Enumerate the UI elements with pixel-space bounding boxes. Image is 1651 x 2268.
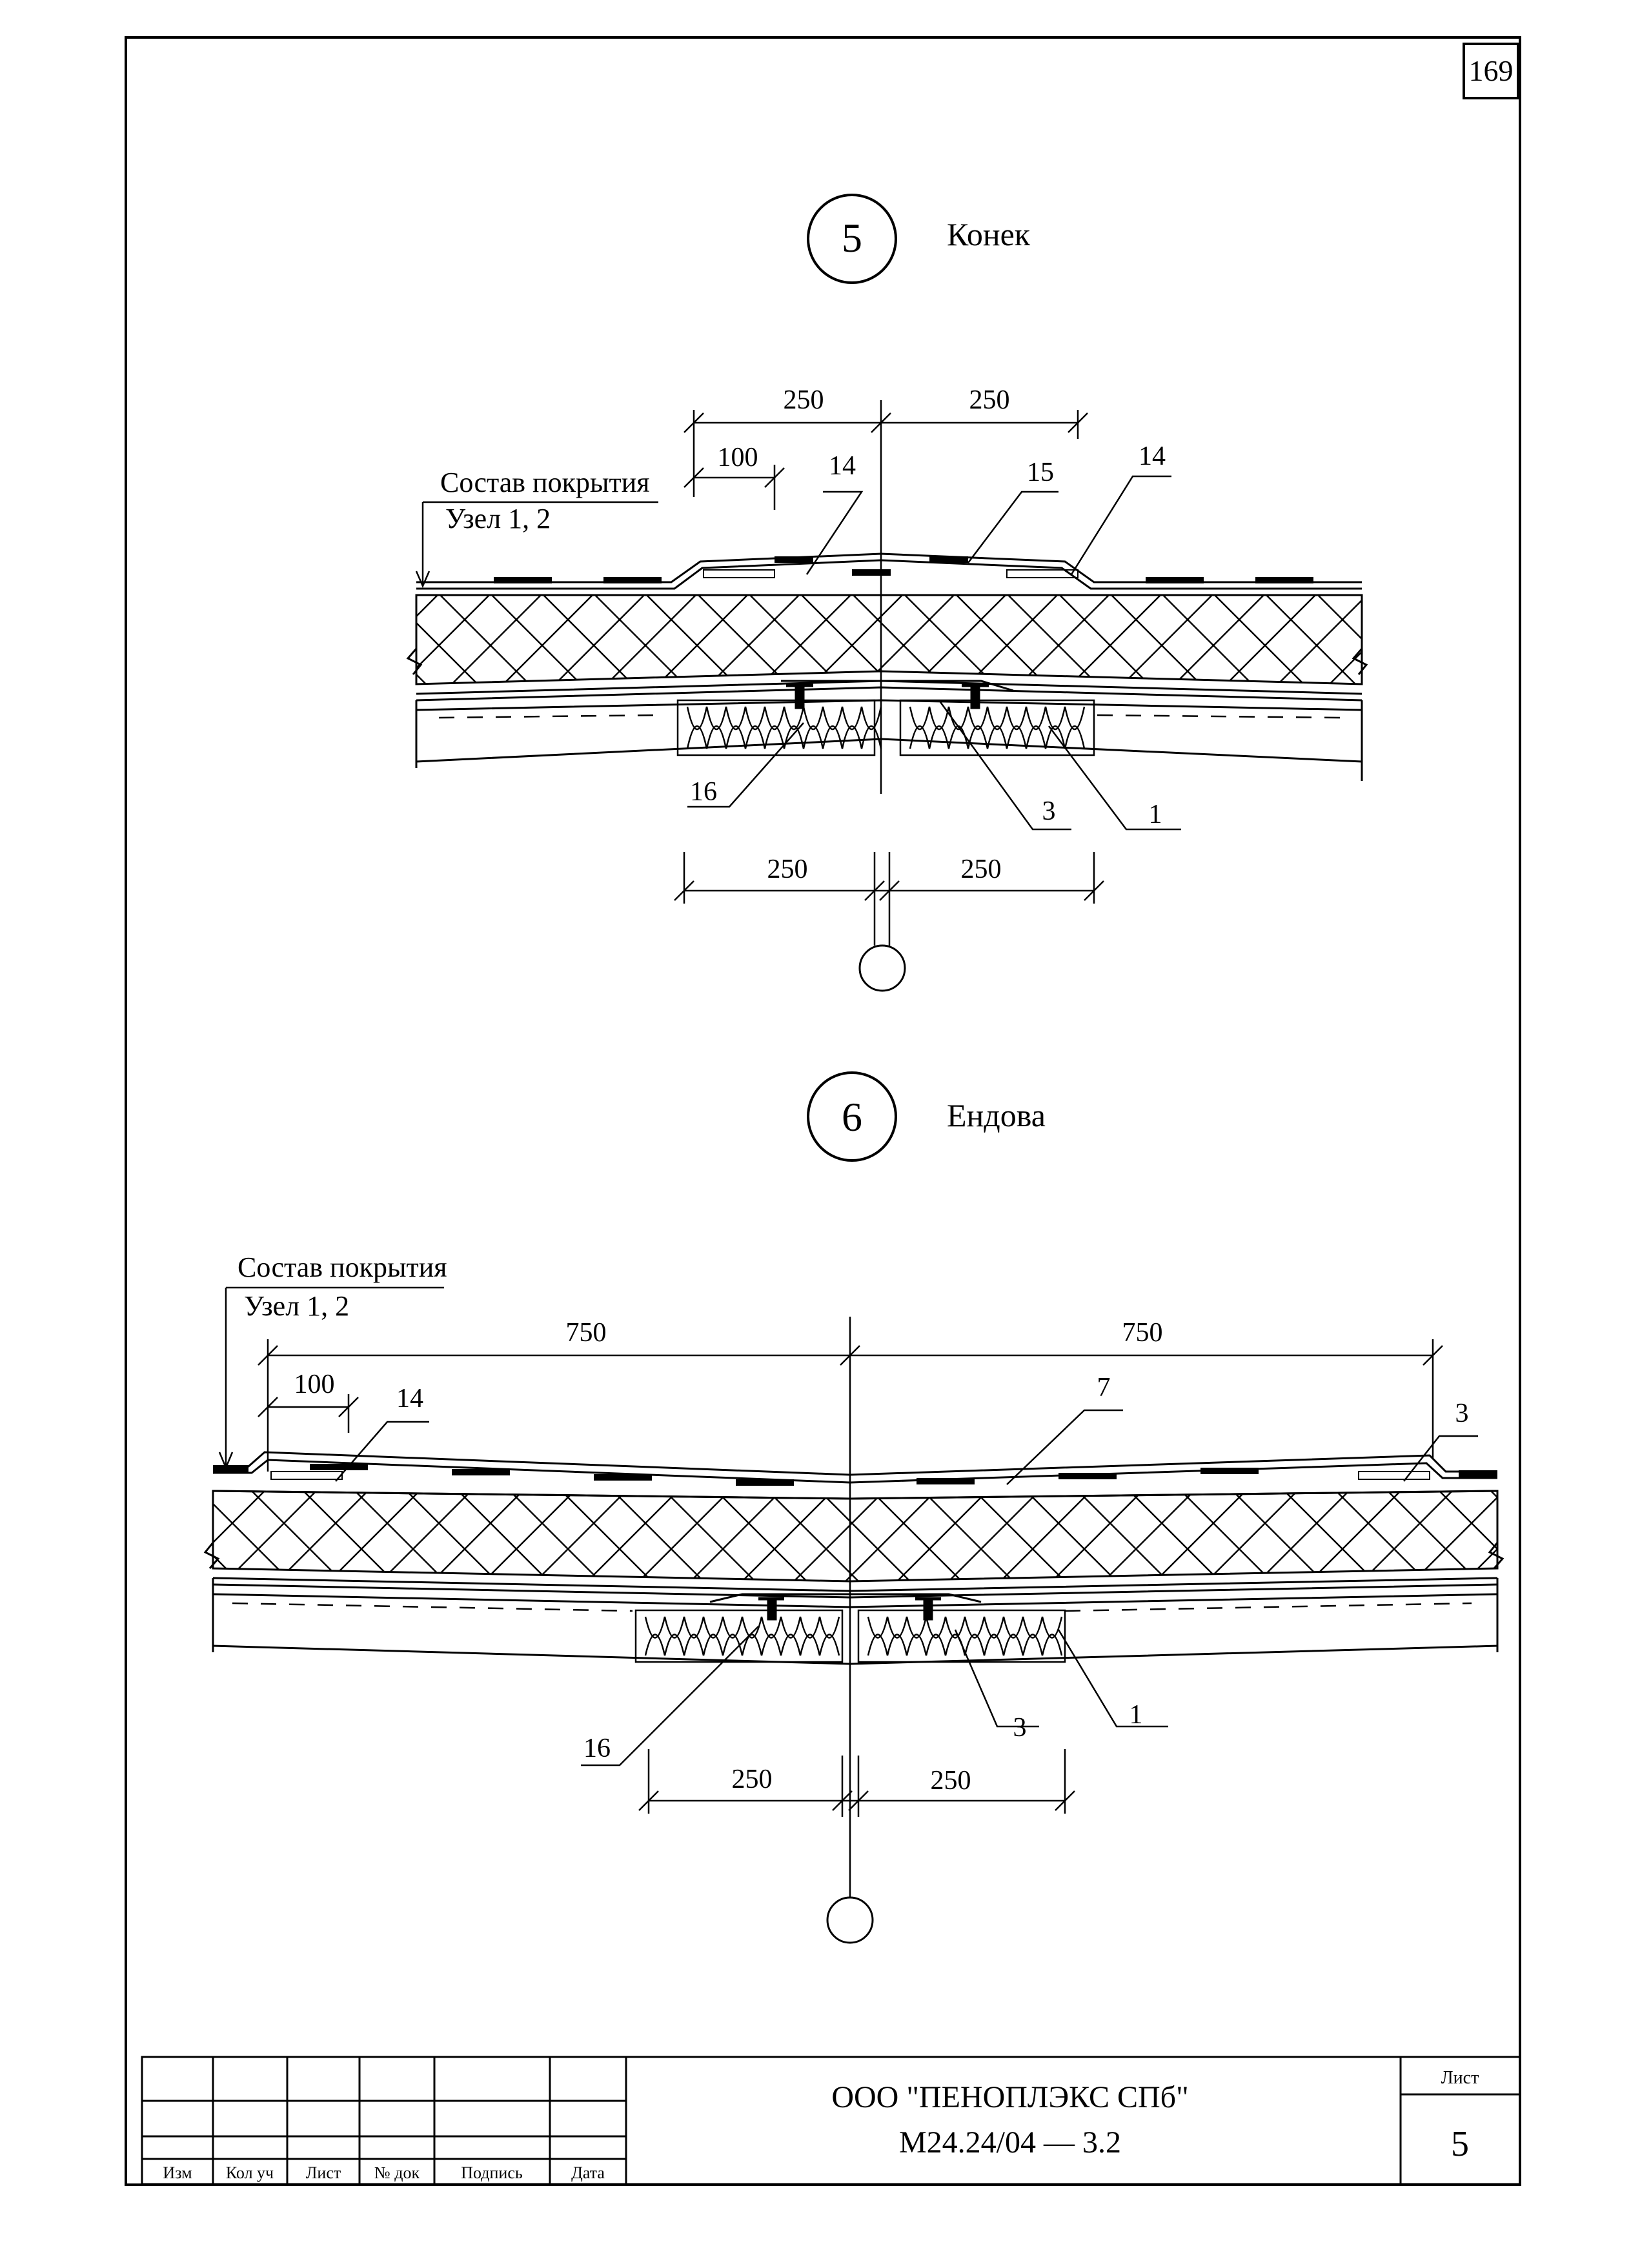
detail-5-mineral-wool bbox=[676, 699, 1095, 756]
detail-5-callout-1: 1 bbox=[1149, 800, 1162, 829]
detail-5-dim-top-right: 250 bbox=[969, 385, 1010, 415]
detail-5-ridge: 5 Конек 250 250 100 Состав покрытия Узел… bbox=[406, 194, 1368, 992]
title-sheet-number: 5 bbox=[1451, 2124, 1469, 2164]
detail-6-cover-plate bbox=[709, 1593, 982, 1621]
detail-5-glue-strips bbox=[703, 569, 1079, 578]
detail-5-dim-top-left: 250 bbox=[784, 385, 824, 415]
detail-5-callout-16: 16 bbox=[690, 777, 717, 807]
detail-5-marker bbox=[807, 194, 897, 284]
detail-6-callout-leaders bbox=[335, 1409, 1478, 1767]
detail-6-callout-7: 7 bbox=[1097, 1373, 1111, 1402]
detail-6-valley: 6 Ендова Состав покрытия Узел 1, 2 750 7… bbox=[203, 1071, 1504, 1944]
header-kol-uch: Кол уч bbox=[226, 2163, 274, 2182]
detail-6-bottom-dimensions bbox=[638, 1749, 1075, 1817]
title-sheet-label: Лист bbox=[1441, 2068, 1479, 2088]
detail-5-callout-3: 3 bbox=[1042, 796, 1056, 826]
detail-6-deck-dashes bbox=[232, 1602, 1472, 1612]
detail-6-callout-3-top: 3 bbox=[1455, 1399, 1469, 1428]
detail-5-composition-label: Состав покрытия bbox=[440, 467, 650, 498]
detail-6-mineral-wool bbox=[634, 1609, 1066, 1663]
detail-5-callout-15: 15 bbox=[1027, 458, 1054, 487]
detail-6-dim-top-right: 750 bbox=[1122, 1318, 1163, 1348]
header-date: Дата bbox=[571, 2163, 605, 2182]
detail-6-dim-top-left: 750 bbox=[566, 1318, 607, 1348]
header-doc-no: № док bbox=[374, 2163, 420, 2182]
detail-5-insulation-board bbox=[415, 594, 1363, 685]
detail-6-axis-marker bbox=[826, 1896, 874, 1944]
detail-5-callout-leaders bbox=[687, 475, 1181, 831]
detail-5-callout-14-left: 14 bbox=[829, 451, 856, 481]
detail-6-title: Ендова bbox=[947, 1097, 1046, 1133]
header-signature: Подпись bbox=[461, 2163, 523, 2182]
header-list: Лист bbox=[306, 2163, 341, 2182]
sheet-frame bbox=[125, 36, 1521, 2186]
title-doc-code: М24.24/04 — 3.2 bbox=[899, 2125, 1121, 2160]
detail-5-number: 5 bbox=[842, 215, 862, 261]
detail-5-deck bbox=[416, 680, 1362, 763]
detail-5-deck-dashes bbox=[438, 714, 1343, 719]
detail-6-callout-14: 14 bbox=[396, 1384, 423, 1413]
detail-6-dim-overlap: 100 bbox=[294, 1370, 335, 1399]
title-block-headers: Изм Кол уч Лист № док Подпись Дата bbox=[163, 2163, 605, 2182]
detail-5-dim-bottom-left: 250 bbox=[767, 855, 808, 884]
detail-5-title: Конек bbox=[947, 216, 1031, 252]
detail-6-dim-bottom-left: 250 bbox=[732, 1765, 773, 1794]
detail-6-membrane bbox=[212, 1451, 1498, 1500]
detail-5-composition-leader bbox=[415, 501, 658, 589]
detail-5-callout-14-right: 14 bbox=[1139, 441, 1166, 471]
detail-6-dim-bottom-right: 250 bbox=[931, 1766, 971, 1796]
detail-6-composition-ref: Узел 1, 2 bbox=[244, 1290, 349, 1322]
detail-5-axis-marker bbox=[858, 944, 906, 992]
detail-5-membrane-dark-strips bbox=[494, 556, 1313, 583]
header-izm: Изм bbox=[163, 2163, 192, 2182]
detail-6-marker bbox=[807, 1071, 897, 1162]
detail-6-number: 6 bbox=[842, 1094, 862, 1140]
detail-6-insulation-board bbox=[212, 1490, 1499, 1583]
detail-5-composition-ref: Узел 1, 2 bbox=[445, 503, 551, 534]
detail-6-glue-strips bbox=[270, 1471, 1430, 1480]
detail-6-callout-1: 1 bbox=[1129, 1700, 1143, 1730]
detail-6-membrane-dark-strips bbox=[213, 1464, 1497, 1486]
detail-6-deck bbox=[212, 1577, 1498, 1665]
detail-6-callout-3-bottom: 3 bbox=[1013, 1713, 1027, 1743]
detail-6-callout-16: 16 bbox=[583, 1734, 611, 1763]
detail-5-dim-overlap: 100 bbox=[718, 443, 758, 472]
detail-5-bottom-dimensions bbox=[674, 852, 1104, 946]
detail-6-composition-label: Состав покрытия bbox=[238, 1251, 447, 1283]
page-number: 169 bbox=[1469, 54, 1514, 87]
title-company: ООО "ПЕНОПЛЭКС СПб" bbox=[831, 2080, 1188, 2114]
detail-5-break-marks bbox=[406, 648, 1368, 781]
detail-5-dim-bottom-right: 250 bbox=[961, 855, 1002, 884]
detail-6-break-marks bbox=[203, 1542, 1504, 1652]
title-block bbox=[141, 2056, 1521, 2185]
detail-5-cover-plate bbox=[781, 680, 1014, 709]
